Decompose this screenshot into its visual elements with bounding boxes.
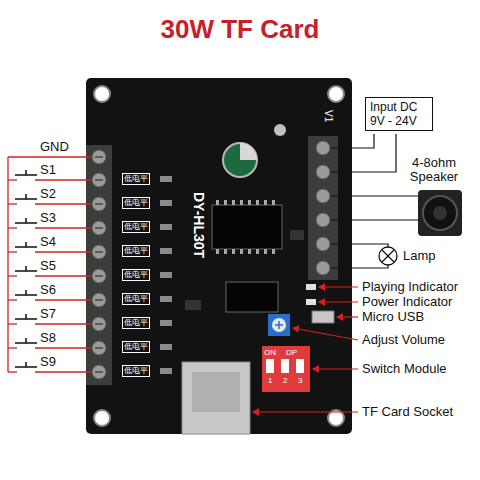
switch-label: S3 — [40, 211, 56, 225]
silkscreen-label: 低电平 — [122, 341, 150, 353]
switch-label: S4 — [40, 235, 56, 249]
switch-label: S6 — [40, 283, 56, 297]
switch-label: S7 — [40, 307, 56, 321]
dip-label: DP — [286, 348, 297, 358]
silkscreen-label: 低电平 — [122, 245, 150, 257]
callout-label: Playing Indicator — [362, 280, 458, 294]
switch-label: S8 — [40, 331, 56, 345]
silkscreen-label: 低电平 — [122, 197, 150, 209]
callout-label: Switch Module — [362, 362, 447, 376]
callout-label: Micro USB — [362, 310, 424, 324]
dip-label: ON — [264, 348, 276, 358]
switch-label: S9 — [40, 355, 56, 369]
model-label: DY-HL30T — [191, 192, 207, 258]
speaker-label: 4-8ohm Speaker — [404, 156, 464, 184]
switch-label: S5 — [40, 259, 56, 273]
dip-label: 1 — [268, 376, 272, 386]
silkscreen-label: 低电平 — [122, 293, 150, 305]
node-text: Input DC 9V - 24V — [370, 100, 428, 128]
switch-label: S2 — [40, 187, 56, 201]
callout-label: TF Card Socket — [362, 405, 453, 419]
switch-label: S1 — [40, 163, 56, 177]
silkscreen-label: 低电平 — [122, 173, 150, 185]
callout-label: Adjust Volume — [362, 333, 445, 347]
silkscreen-label: 低电平 — [122, 221, 150, 233]
input-box: Input DC 9V - 24V — [365, 97, 433, 131]
silkscreen-label: 低电平 — [122, 269, 150, 281]
lamp-label: Lamp — [403, 249, 436, 263]
silkscreen-label: V1 — [322, 110, 334, 122]
title: 30W TF Card — [0, 14, 480, 44]
silkscreen-label: 低电平 — [122, 365, 150, 377]
silkscreen-label: 低电平 — [122, 317, 150, 329]
dip-label: 2 — [283, 376, 287, 386]
dip-label: 3 — [298, 376, 302, 386]
callout-label: Power Indicator — [362, 295, 452, 309]
pin-label: GND — [40, 140, 69, 154]
